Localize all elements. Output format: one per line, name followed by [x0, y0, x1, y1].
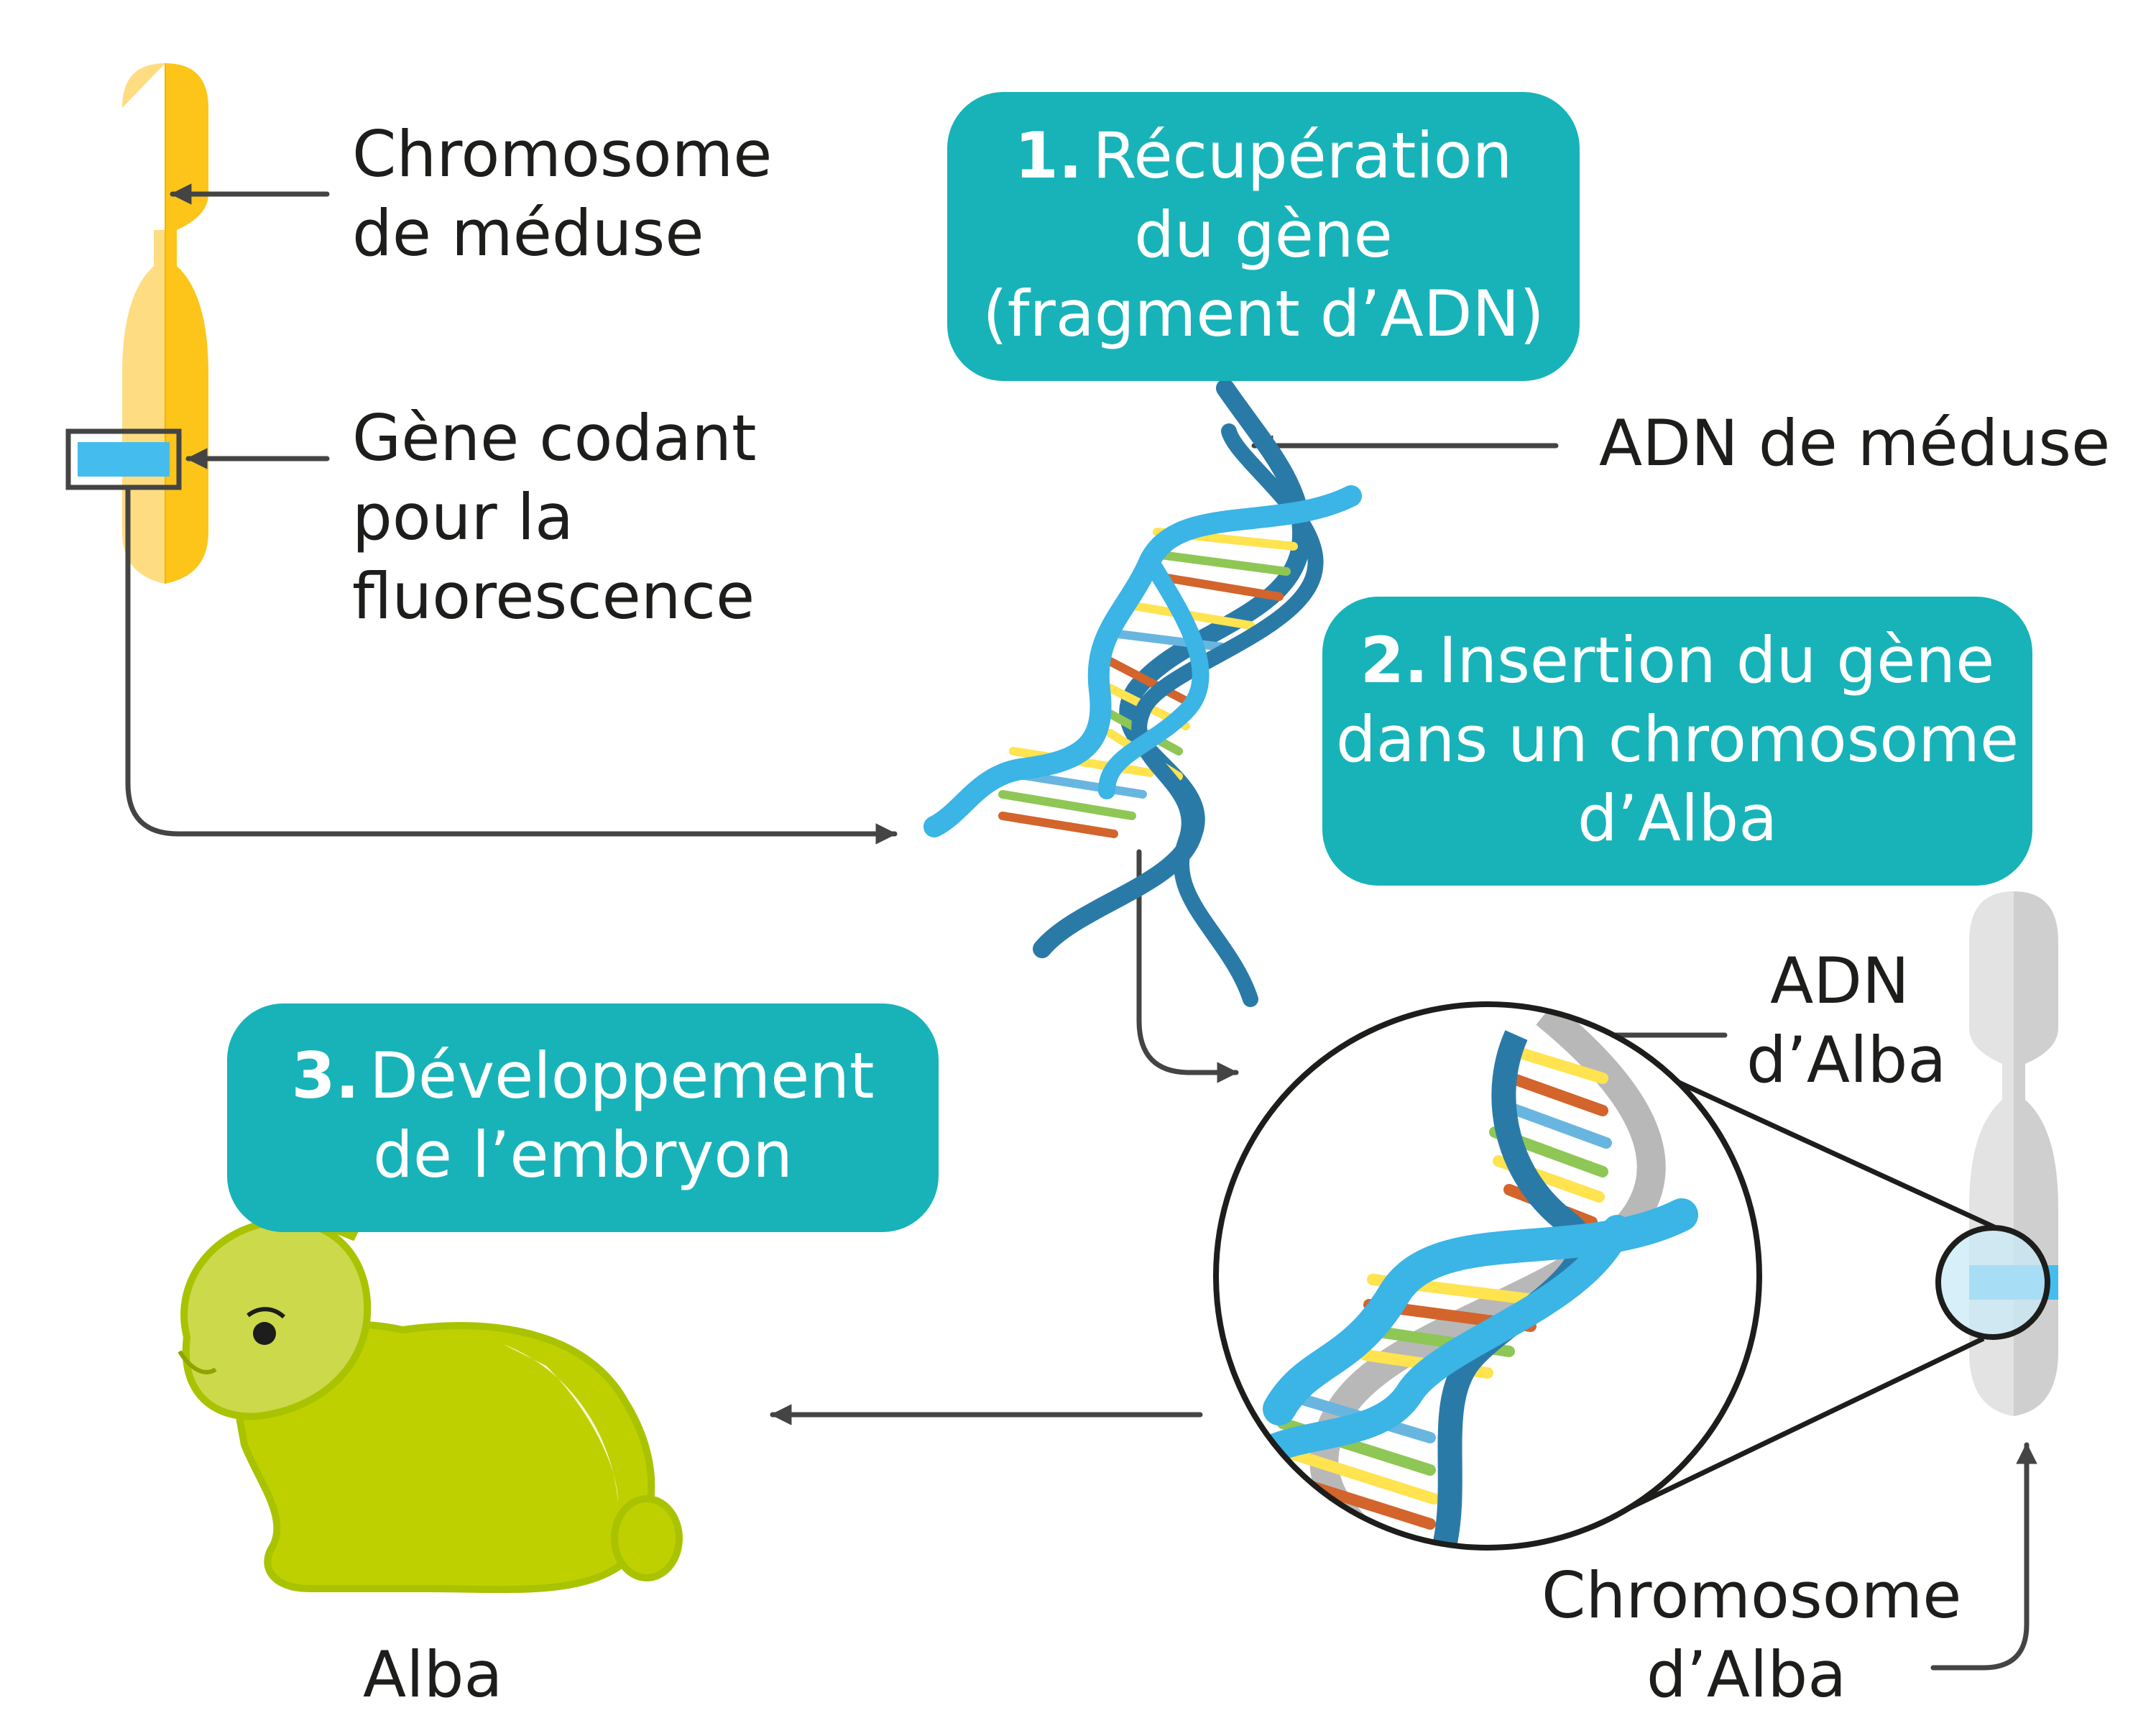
label-jellyfish-chromosome: Chromosome de méduse: [352, 117, 773, 270]
arrow-gene-to-dna: [125, 484, 898, 845]
step-3-box: 3.Développement de l’embryon: [227, 1004, 939, 1232]
alba-gene-loupe: [1935, 1225, 2050, 1340]
jellyfish-chromosome-icon: [122, 63, 208, 584]
label-alba-chromosome: Chromosome d’Alba: [1542, 1558, 1962, 1712]
dna-helix-icon: [923, 379, 1362, 1007]
arrow-to-alba-chromosome: [1930, 1442, 2037, 1671]
fluorescence-gene-marker: [65, 428, 182, 490]
magnifier-circle-icon: [1213, 1001, 1762, 1551]
label-fluorescence-gene: Gène codant pour la fluorescence: [352, 401, 757, 633]
label-alba: Alba: [363, 1638, 503, 1712]
step-2-box: 2.Insertion du gène dans un chromosome d…: [1322, 597, 2032, 886]
step-1-box: 1.Récupération du gène (fragment d’ADN): [947, 92, 1580, 381]
label-alba-dna: ADN d’Alba: [1746, 944, 1947, 1097]
arrow-dna-to-magnifier: [1136, 849, 1239, 1083]
label-jellyfish-dna: ADN de méduse: [1599, 406, 2111, 480]
